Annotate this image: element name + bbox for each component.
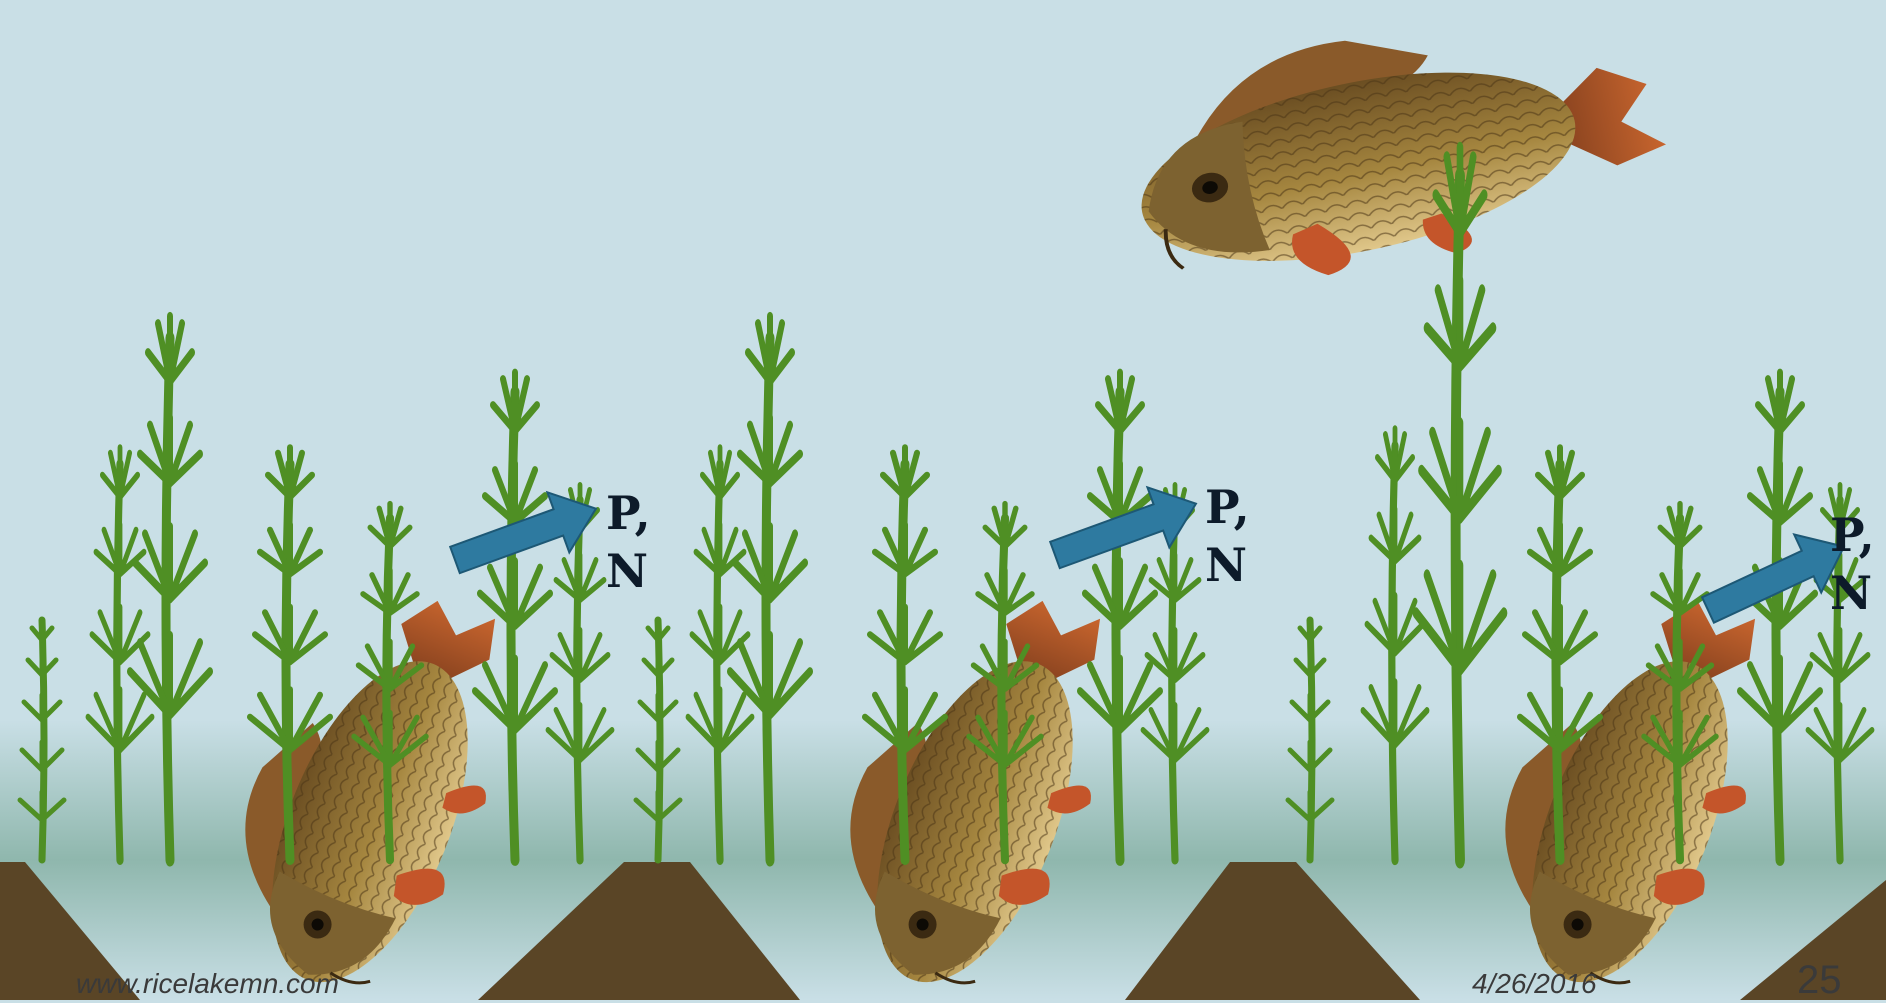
nutrient-label-nitrogen: N [606, 542, 651, 600]
nutrient-label-nitrogen: N [1830, 564, 1875, 622]
nutrient-label-phosphorus: P, [1205, 478, 1250, 536]
nutrient-label-2: P, N [1205, 478, 1250, 594]
nutrient-label-phosphorus: P, [606, 484, 651, 542]
footer-website: www.ricelakemn.com [76, 968, 339, 1000]
nutrient-label-1: P, N [606, 484, 651, 600]
nutrient-label-3: P, N [1830, 506, 1875, 622]
nutrient-label-phosphorus: P, [1830, 506, 1875, 564]
nutrient-label-nitrogen: N [1205, 536, 1250, 594]
footer-date: 4/26/2016 [1472, 968, 1597, 1000]
slide-number: 25 [1797, 958, 1842, 1003]
